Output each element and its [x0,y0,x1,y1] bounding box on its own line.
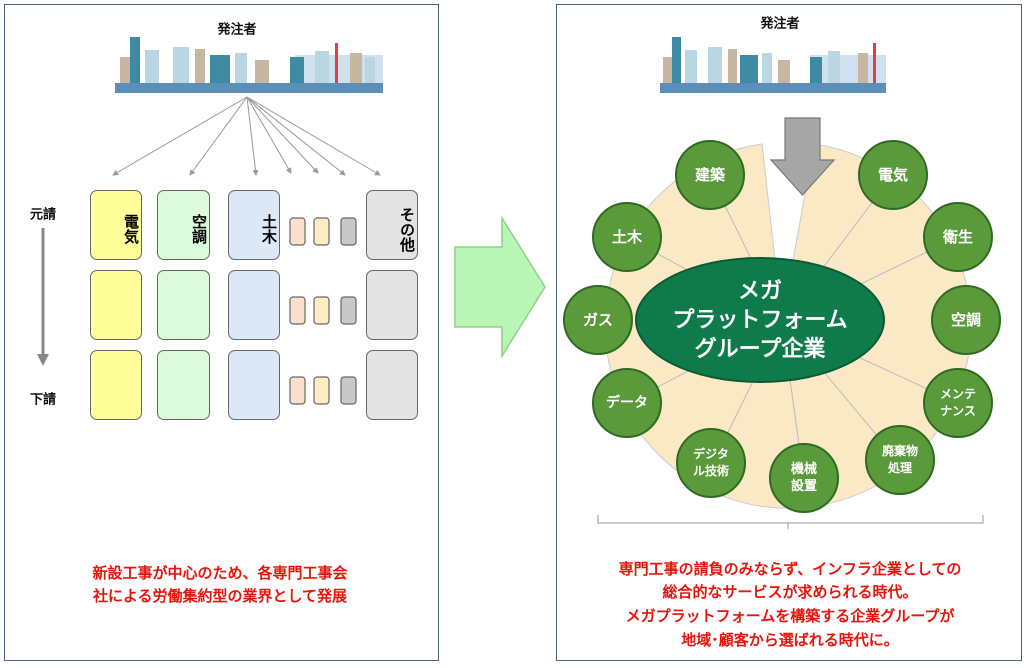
node-data: データ [592,368,662,438]
trade-label: 空調 [190,214,208,244]
sub-box [157,350,210,420]
right-caption-line: 地域･顧客から選ばれる時代に。 [681,631,899,649]
trade-label: 土木 [260,214,278,244]
trade-label: その他 [398,206,416,252]
center-title-line: グループ企業 [694,336,826,362]
trade-box-hvac: 空調 [157,190,210,260]
sub-box [90,350,142,420]
trade-box-electric: 電気 [90,190,142,260]
right-client-label: 発注者 [760,16,800,32]
node-digital-tech: デジタル技術 [676,428,746,498]
sub-box [366,270,418,340]
right-caption-line: 総合的なサービスが求められる時代。 [662,583,918,601]
sub-box [366,350,418,420]
node-civil: 土木 [592,202,662,272]
center-title-line: メガ [737,278,782,304]
sub-box [90,270,142,340]
sub-box [228,350,280,420]
transition-arrow-icon [454,215,546,359]
right-caption-line: メガプラットフォームを構築する企業グループが [625,607,955,625]
right-bracket [597,515,984,529]
prime-contractor-label: 元請 [29,207,57,223]
node-maintenance: メンテナンス [923,368,993,438]
node-electric: 電気 [858,140,928,210]
center-ellipse: メガ プラットフォーム グループ企業 [635,257,885,383]
down-arrow-icon [769,117,836,196]
left-client-label: 発注者 [217,22,257,38]
node-waste-treatment: 廃棄物処理 [865,425,935,495]
node-machine-install: 機械設置 [769,443,839,513]
left-distribution-arrows [37,96,381,366]
left-caption-line: 社による労働集約型の業界として発展 [92,587,348,605]
center-title-line: プラットフォーム [672,307,848,333]
node-architecture: 建築 [675,140,745,210]
left-skyline-image [115,37,383,93]
node-sanitary: 衛生 [923,202,993,272]
trade-box-civil: 土木 [228,190,280,260]
small-trade-boxes [289,217,357,405]
right-caption-line: 専門工事の請負のみならず、インフラ企業としての [618,560,962,578]
node-gas: ガス [563,285,633,355]
sub-box [157,270,210,340]
trade-box-other: その他 [366,190,418,260]
subcontractor-label: 下請 [29,392,57,408]
node-hvac: 空調 [931,285,1001,355]
right-skyline-image [660,37,886,93]
sub-box [228,270,280,340]
trade-label: 電気 [122,214,140,244]
left-caption-line: 新設工事が中心のため、各専門工事会 [92,564,348,582]
